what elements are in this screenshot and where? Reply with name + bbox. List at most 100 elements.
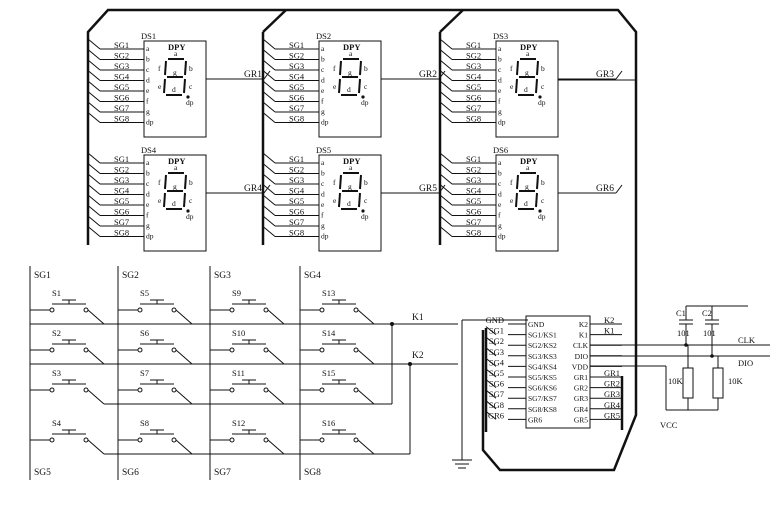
key-switch: S5	[118, 288, 193, 325]
gr-bus-entry	[263, 184, 271, 194]
switch-ref: S9	[232, 288, 241, 298]
ic-left-net: SG3	[489, 347, 504, 357]
ic-right-pin-name: DIO	[575, 352, 589, 361]
sg-net-label: SG2	[114, 51, 129, 61]
junction	[710, 354, 714, 358]
seg-label-a: a	[174, 163, 178, 172]
sg-net-label: SG1	[289, 40, 304, 50]
seg-label-d: d	[347, 199, 351, 208]
pin-letter: c	[321, 179, 325, 188]
ic-left-net: SG7	[489, 389, 504, 399]
sg-net-label: SG6	[114, 207, 129, 217]
switch-ref: S7	[140, 368, 149, 378]
sg-bus-entry	[262, 163, 276, 174]
pin-letter: d	[321, 190, 325, 199]
pin-letter: e	[146, 200, 150, 209]
sg-bus-entry	[439, 226, 453, 237]
ic-right-pin-name: GR4	[574, 405, 588, 414]
key-switch: S2	[30, 328, 105, 365]
ic-left-net: SG6	[489, 379, 504, 389]
sg-bus-entry	[262, 112, 276, 123]
gr-net-label: GR3	[596, 70, 614, 80]
seg-label-a: a	[526, 163, 530, 172]
switch-ref: S4	[52, 418, 62, 428]
pin-letter: a	[498, 44, 502, 53]
pin-letter: dp	[321, 118, 329, 127]
sg-net-label: SG2	[289, 51, 304, 61]
ic-right-net: GR2	[604, 379, 620, 389]
seg-label-d: d	[347, 85, 351, 94]
display-type: DPY	[520, 156, 537, 166]
seg-label-b: b	[364, 64, 368, 73]
sg-net-label: SG3	[114, 61, 129, 71]
switch-contact	[263, 307, 269, 313]
sg-bus-entry	[87, 80, 101, 92]
seg-label-c: c	[189, 82, 193, 91]
pin-letter: g	[498, 221, 502, 230]
switch-contact	[83, 347, 89, 353]
sg-net-label: SG4	[466, 186, 482, 196]
switch-contact	[229, 307, 235, 313]
seg-label-dp: dp	[361, 98, 369, 107]
seg-label-c: c	[541, 196, 545, 205]
switch-contact	[49, 307, 55, 313]
ic-bus-entry	[485, 400, 497, 410]
pin-letter: g	[146, 107, 150, 116]
gr-bus-entry	[615, 184, 623, 194]
switch-contact	[319, 387, 325, 393]
pin-letter: a	[321, 158, 325, 167]
sg-bus-entry	[439, 184, 453, 195]
pin-letter: d	[146, 76, 150, 85]
sg-bus-entry	[87, 101, 101, 113]
ic-left-pin-name: SG8/KS8	[528, 405, 557, 414]
gr-bus-entry	[615, 70, 623, 80]
switch-contact	[137, 307, 143, 313]
sg-net-label: SG4	[289, 72, 305, 82]
sg-net-label: SG5	[114, 82, 129, 92]
ic-right-pin-name: CLK	[573, 341, 589, 350]
ic-left-pin-name: SG3/KS3	[528, 352, 557, 361]
seg-label-c: c	[364, 196, 368, 205]
ic-left-net: GR6	[488, 410, 504, 420]
display-ref: DS5	[316, 145, 331, 155]
segment-bar	[516, 174, 519, 190]
sg-bus-entry	[87, 91, 101, 102]
ic-right-pin-name: K1	[579, 331, 588, 340]
switch-lead-right	[267, 389, 285, 405]
seg-label-e: e	[510, 196, 514, 205]
keypad-top-label: SG2	[122, 271, 139, 281]
switch-lead-right	[357, 349, 375, 365]
sg-bus-entry	[439, 38, 453, 50]
ic-bus-entry	[485, 379, 497, 388]
sg-net-label: SG2	[466, 51, 481, 61]
seg-label-dp: dp	[538, 212, 546, 221]
pin-letter: g	[146, 221, 150, 230]
display-bus-mid2-top	[439, 9, 464, 33]
ic-right-net: K1	[604, 326, 614, 336]
sg-bus-entry	[439, 173, 453, 185]
segment-bar	[516, 60, 519, 76]
display-box	[495, 154, 559, 252]
sg-net-label: SG5	[289, 82, 304, 92]
pin-letter: g	[321, 221, 325, 230]
sg-bus-entry	[87, 173, 101, 185]
keypad-top-label: SG4	[304, 271, 321, 281]
segment-bar	[184, 174, 187, 190]
ic-left-pin-name: SG7/KS7	[528, 394, 557, 403]
seg-label-b: b	[541, 178, 545, 187]
pin-letter: c	[498, 65, 502, 74]
seg-label-g: g	[348, 68, 352, 77]
segment-bar	[358, 78, 361, 94]
sg-bus-entry	[87, 112, 101, 123]
segment-bar	[163, 192, 166, 208]
display-ref: DS3	[493, 31, 508, 41]
segment-bar	[535, 78, 538, 94]
seg-label-dp: dp	[361, 212, 369, 221]
seg-label-d: d	[524, 85, 528, 94]
switch-contact	[137, 437, 143, 443]
ic-bus-entry	[485, 358, 497, 367]
